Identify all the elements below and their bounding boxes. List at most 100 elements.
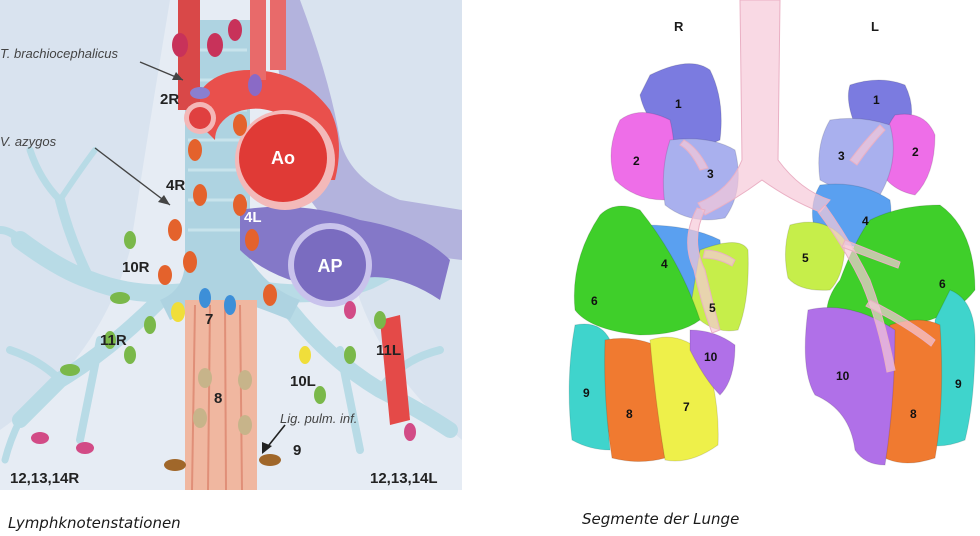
lymph-node [193,184,207,206]
lymph-node [171,302,185,322]
lymph-node [224,295,236,315]
lymph-node [248,74,262,96]
label-12-13-14r: 12,13,14R [10,470,79,487]
label-l10: 10 [836,369,850,383]
label-11l: 11L [376,342,401,359]
brachiocephalic-trunk [178,0,200,110]
pulmonary-vein-left [380,315,410,425]
aorta [239,114,327,202]
right-lung [568,63,749,462]
lymph-node [233,114,247,136]
left-subclavian [270,0,286,70]
label-7: 7 [205,311,213,328]
side-label-l: L [871,19,879,34]
lymph-node [198,368,212,388]
lymph-node [190,87,210,99]
lymph-node [31,432,49,444]
lymph-node [158,265,172,285]
lymph-nodes [31,19,416,471]
pointer-arrow [172,72,183,80]
label-l9: 9 [955,377,962,391]
lymph-node [144,316,156,334]
label-brachiocephalicus: T. brachiocephalicus [0,46,119,61]
esophagus [185,300,257,490]
label-11r: 11R [100,332,127,349]
segment-l6 [826,204,976,332]
lymph-node [188,139,202,161]
caption-lymph: Lymphknotenstationen [8,514,181,532]
lymph-node [172,33,188,57]
label-r5: 5 [709,301,716,315]
label-4l: 4L [244,209,262,226]
label-l8: 8 [910,407,917,421]
label-r3: 3 [707,167,714,181]
label-l6: 6 [939,277,946,291]
label-l3: 3 [838,149,845,163]
label-2r: 2R [160,91,179,108]
lymph-node [207,33,223,57]
label-r7: 7 [683,400,690,414]
lung-segments-diagram: R L 1 2 3 4 5 6 [568,0,976,466]
ap-vessel [294,229,366,301]
label-10r: 10R [122,259,150,276]
left-carotid [250,0,266,80]
lymph-node [60,364,80,376]
segment-r6 [573,205,701,336]
label-l1: 1 [873,93,880,107]
pointer-arrow [262,442,272,454]
lymph-node [344,346,356,364]
label-l4: 4 [862,214,869,228]
lymph-node [259,454,281,466]
lymph-node [193,408,207,428]
lymph-node [299,346,311,364]
lymph-node [374,311,386,329]
lymph-node [238,370,252,390]
lymph-node [344,301,356,319]
label-lig-pulm: Lig. pulm. inf. [280,411,357,426]
lymph-node [124,346,136,364]
label-4r: 4R [166,177,185,194]
label-10l: 10L [290,373,316,390]
lymph-node-diagram: Ao AP [0,0,462,490]
esophagus-fibers [191,304,243,490]
ao-label: Ao [271,148,295,168]
lymph-node [314,386,326,404]
lymph-node [199,288,211,308]
lymph-node [404,423,416,441]
label-r4: 4 [661,257,668,271]
pointer-arrow [158,195,170,205]
pointer-line [94,147,171,206]
label-l2: 2 [912,145,919,159]
lymph-node [233,194,247,216]
label-12-13-14l: 12,13,14L [370,470,438,487]
label-r10: 10 [704,350,718,364]
label-r6: 6 [591,294,598,308]
segment-r9 [568,323,611,451]
lymph-node [263,284,277,306]
label-8: 8 [214,390,222,407]
label-r8: 8 [626,407,633,421]
label-r2: 2 [633,154,640,168]
label-azygos: V. azygos [0,134,57,149]
label-r1: 1 [675,97,682,111]
lymph-node [124,231,136,249]
lymph-node [238,415,252,435]
label-9: 9 [293,442,301,459]
brachio-vessel [189,107,211,129]
segment-r10 [689,329,736,396]
lymph-node [183,251,197,273]
ap-label: AP [317,256,342,276]
aortic-arch [190,70,339,180]
lymph-node [164,459,186,471]
label-r9: 9 [583,386,590,400]
lymph-node [245,229,259,251]
lymph-node [228,19,242,41]
label-l5: 5 [802,251,809,265]
right-lung-region [0,0,170,430]
caption-lung-segments: Segmente der Lunge [582,510,740,528]
lymph-node [104,331,116,349]
lymph-node [110,292,130,304]
lymph-node [168,219,182,241]
lymph-node [76,442,94,454]
left-lung [784,79,976,466]
